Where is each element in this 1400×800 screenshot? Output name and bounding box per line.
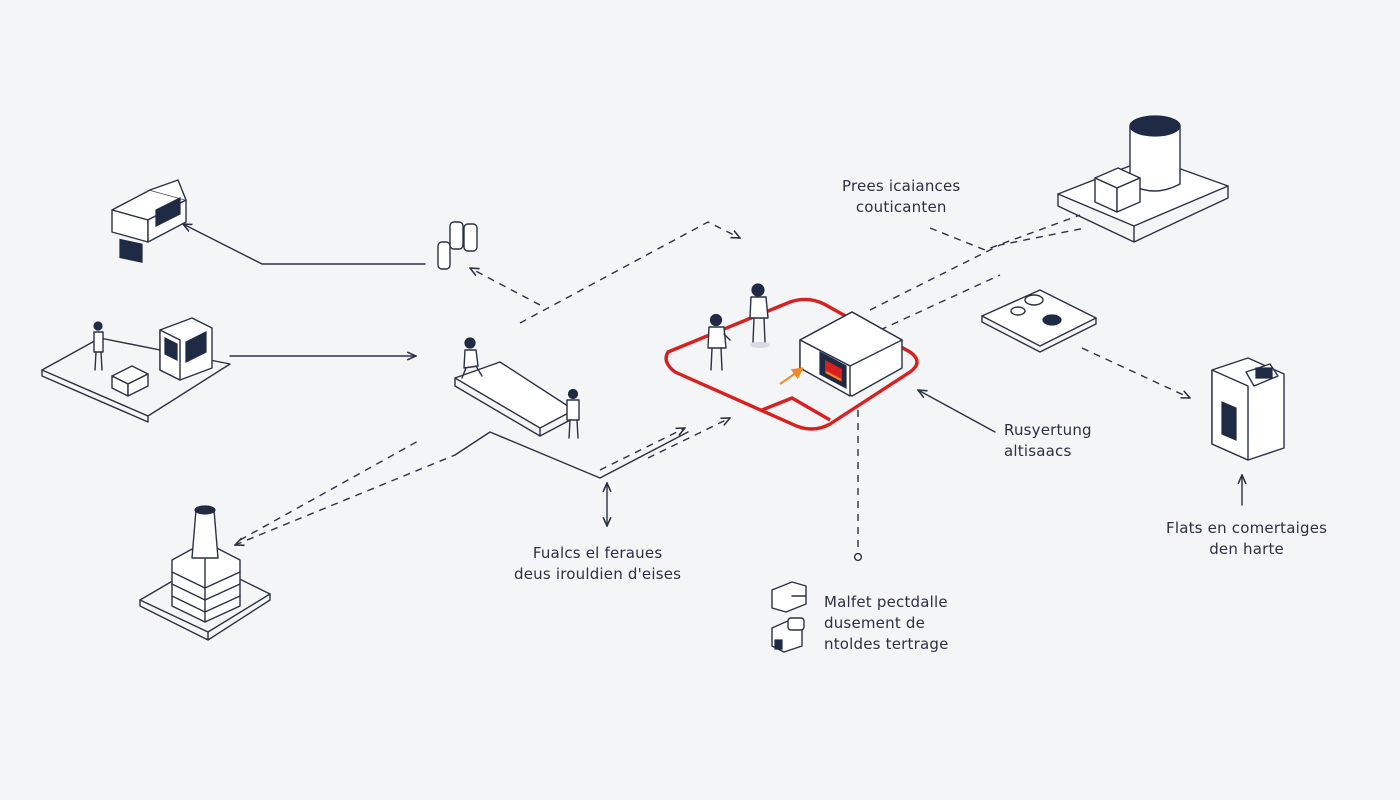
label-bottom-right: Malfet pectdalle dusement de ntoldes ter… bbox=[824, 592, 949, 655]
tray-icon bbox=[981, 289, 1097, 353]
dash-hub-to-tower-2 bbox=[879, 274, 1001, 331]
label-bottom-center-line1: Fualcs el feraues bbox=[532, 544, 663, 562]
label-top-center: Prees icaiances couticanten bbox=[842, 176, 960, 218]
hub-machine-icon bbox=[779, 311, 903, 397]
dash-tray-to-machine bbox=[1081, 347, 1190, 398]
label-bottom-center: Fualcs el feraues deus irouldien d'eises bbox=[514, 543, 681, 585]
label-right-far: Flats en comertaiges den harte bbox=[1166, 518, 1327, 560]
tower-icon bbox=[1057, 115, 1229, 243]
label-top-center-line2: couticanten bbox=[855, 198, 947, 216]
dash-hub-to-tower bbox=[869, 227, 1086, 311]
dash-label-to-tower bbox=[929, 214, 1081, 251]
label-bottom-right-line3: ntoldes tertrage bbox=[824, 635, 949, 653]
dash-lower-to-hub-2 bbox=[647, 418, 730, 459]
machine-icon bbox=[1211, 357, 1285, 461]
connector-lines bbox=[183, 214, 1242, 562]
hub-red-outline bbox=[664, 297, 919, 431]
platform-icon bbox=[454, 337, 580, 439]
label-right-mid-line2: altisaacs bbox=[1004, 442, 1072, 460]
people-icon bbox=[707, 283, 770, 371]
label-right-far-line1: Flats en comertaiges bbox=[1166, 519, 1328, 537]
workstation-icon bbox=[41, 317, 231, 423]
dash-lower-to-hub-1 bbox=[599, 428, 685, 471]
note-icons bbox=[771, 581, 807, 653]
label-top-center-line1: Prees icaiances bbox=[842, 177, 961, 195]
dash-chimney-1 bbox=[239, 439, 421, 541]
orange-arrow bbox=[779, 367, 804, 385]
dash-chimney-2 bbox=[235, 454, 456, 545]
line-to-cabinet bbox=[183, 224, 426, 265]
label-right-far-line2: den harte bbox=[1209, 540, 1284, 558]
cylinders-icon bbox=[437, 221, 478, 270]
endpoint-dot bbox=[853, 552, 863, 562]
line-label-to-hub bbox=[918, 390, 996, 433]
chimney-icon bbox=[139, 505, 271, 641]
label-right-mid: Rusyertung altisaacs bbox=[1004, 420, 1092, 462]
label-bottom-right-line2: dusement de bbox=[824, 614, 926, 632]
cabinet-icon bbox=[111, 179, 187, 263]
label-bottom-right-line1: Malfet pectdalle bbox=[824, 593, 948, 611]
label-bottom-center-line2: deus irouldien d'eises bbox=[514, 565, 682, 583]
label-right-mid-line1: Rusyertung bbox=[1004, 421, 1092, 439]
dash-platform-to-center bbox=[519, 221, 740, 324]
line-platform-to-hub bbox=[454, 431, 689, 479]
dash-to-cylinders bbox=[470, 268, 541, 306]
